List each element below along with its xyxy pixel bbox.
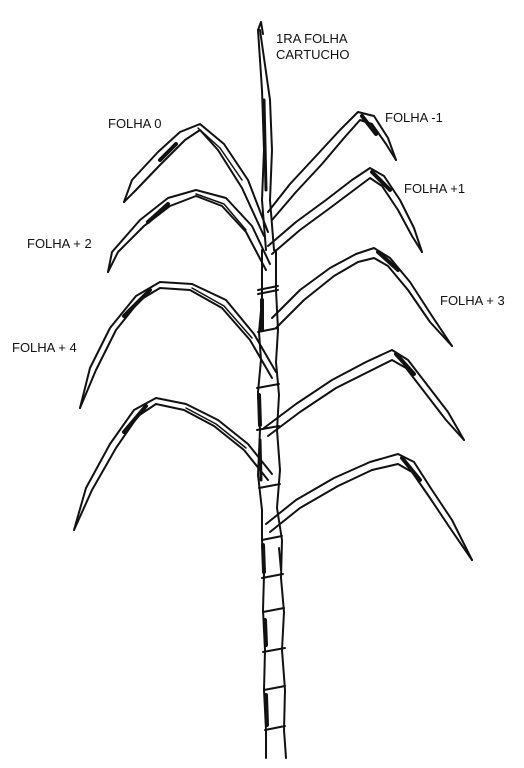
label-folha-plus-3: FOLHA + 3 — [440, 293, 505, 309]
cartucho-spindle — [258, 22, 274, 250]
label-cartucho-line1: 1RA FOLHA — [276, 31, 349, 47]
label-folha-plus-2: FOLHA + 2 — [27, 236, 92, 252]
label-folha-plus-4: FOLHA + 4 — [12, 340, 77, 356]
leaf-folha-6-left — [74, 398, 272, 530]
label-1ra-folha-cartucho: 1RA FOLHA CARTUCHO — [276, 31, 349, 63]
leaf-folha-minus-1 — [268, 112, 396, 220]
leaf-folha-plus-3 — [272, 248, 452, 346]
leaf-folha-7-right — [266, 454, 472, 560]
label-folha-0: FOLHA 0 — [108, 116, 161, 132]
stalk — [257, 250, 286, 758]
label-folha-plus-1: FOLHA +1 — [404, 181, 465, 197]
label-folha-minus-1: FOLHA -1 — [385, 110, 443, 126]
leaf-folha-plus-1 — [268, 168, 422, 254]
leaf-folha-4 — [80, 282, 276, 408]
leaf-folha-5-right — [264, 350, 464, 440]
leaf-folha-2 — [108, 190, 270, 272]
label-cartucho-line2: CARTUCHO — [276, 47, 349, 63]
